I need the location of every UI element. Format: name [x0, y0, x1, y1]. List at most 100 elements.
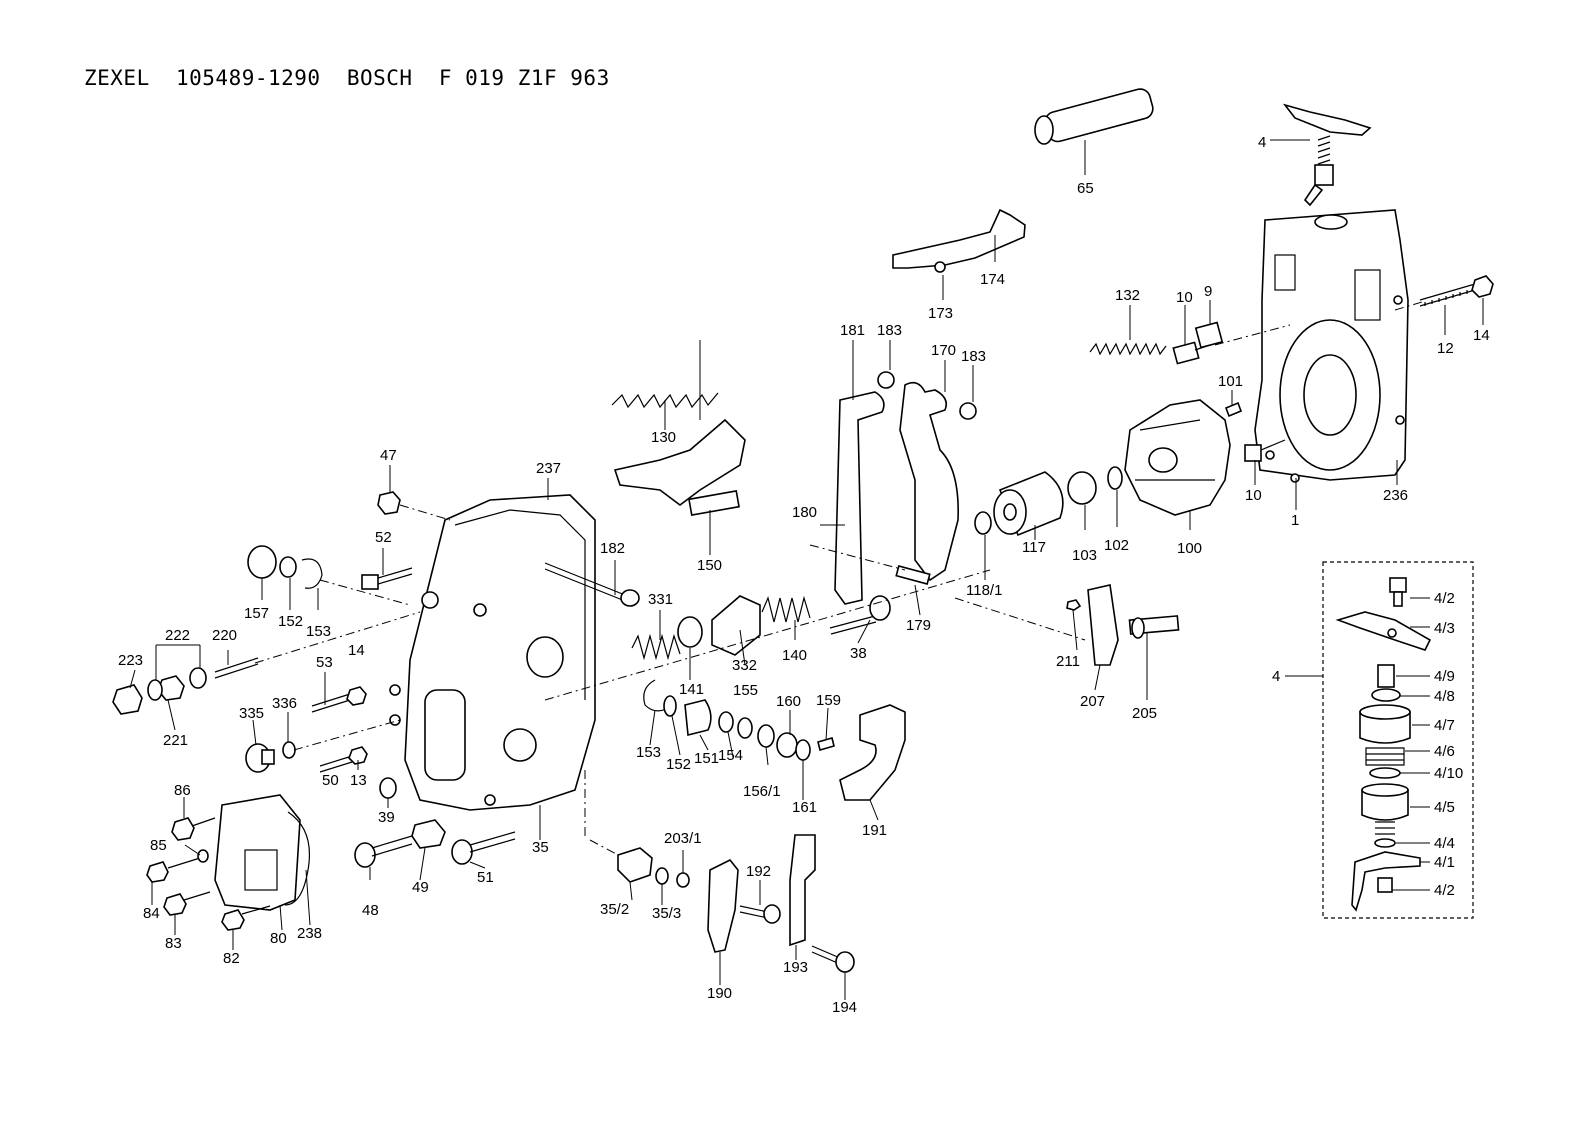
label-159: 159 — [816, 692, 841, 709]
label-238: 238 — [297, 925, 322, 942]
part-47-bolt — [377, 491, 401, 515]
part-220-screw-assembly — [112, 657, 259, 715]
label-191: 191 — [862, 822, 887, 839]
part-38-bolt — [829, 595, 891, 635]
part-39-washer — [379, 777, 397, 799]
label-13: 13 — [350, 772, 367, 789]
part-shapes — [112, 88, 1494, 973]
label-85: 85 — [150, 837, 167, 854]
label-207: 207 — [1080, 693, 1105, 710]
label-12: 12 — [1437, 340, 1454, 357]
label-14-top: 14 — [1473, 327, 1490, 344]
part-335-plug — [245, 741, 296, 773]
label-236: 236 — [1383, 487, 1408, 504]
label-174: 174 — [980, 271, 1005, 288]
label-35-2: 35/2 — [600, 901, 629, 918]
label-332: 332 — [732, 657, 757, 674]
label-181: 181 — [840, 322, 865, 339]
label-53: 53 — [316, 654, 333, 671]
part-117-sleeve — [993, 471, 1064, 537]
part-65-sensor — [1034, 88, 1154, 175]
part-100-flyweights — [1124, 399, 1231, 516]
label-193: 193 — [783, 959, 808, 976]
label-152-a: 152 — [278, 613, 303, 630]
label-220: 220 — [212, 627, 237, 644]
part-170-lever — [899, 381, 959, 582]
label-183-a: 183 — [877, 322, 902, 339]
label-335: 335 — [239, 705, 264, 722]
governor-housing — [1254, 209, 1409, 483]
label-192: 192 — [746, 863, 771, 880]
label-39: 39 — [378, 809, 395, 826]
label-155: 155 — [733, 682, 758, 699]
label-80: 80 — [270, 930, 287, 947]
label-100: 100 — [1177, 540, 1202, 557]
label-65: 65 — [1077, 180, 1094, 197]
label-221: 221 — [163, 732, 188, 749]
label-160: 160 — [776, 693, 801, 710]
label-205: 205 — [1132, 705, 1157, 722]
label-150: 150 — [697, 557, 722, 574]
part-labels: 65 4 174 173 132 10 9 12 14 181 183 170 … — [118, 134, 1490, 1016]
part-52-bolt — [361, 567, 413, 590]
label-detail-4-3: 4/3 — [1434, 620, 1455, 637]
label-10-top: 10 — [1176, 289, 1193, 306]
part-103-bearing — [1067, 471, 1097, 505]
part-193-bracket — [789, 834, 816, 947]
part-153-clip-b — [643, 679, 669, 712]
label-130: 130 — [651, 429, 676, 446]
part-53-stud — [311, 686, 367, 713]
label-detail-4-5: 4/5 — [1434, 799, 1455, 816]
label-49: 49 — [412, 879, 429, 896]
label-152-b: 152 — [666, 756, 691, 773]
label-153-a: 153 — [306, 623, 331, 640]
label-170: 170 — [931, 342, 956, 359]
part-211-nut — [1066, 599, 1082, 611]
part-132-spring — [1089, 342, 1167, 356]
leader-lines — [129, 139, 1484, 1000]
label-50: 50 — [322, 772, 339, 789]
label-151: 151 — [694, 750, 719, 767]
part-4-top-assembly — [1282, 103, 1372, 207]
label-4: 4 — [1258, 134, 1266, 151]
part-49-nut — [411, 819, 446, 849]
part-192-bolt — [739, 904, 781, 924]
label-51: 51 — [477, 869, 494, 886]
part-181-lever — [834, 391, 885, 605]
label-211: 211 — [1056, 653, 1080, 670]
label-10-bottom: 10 — [1245, 487, 1262, 504]
part-50-stud — [319, 746, 368, 773]
label-14-mid: 14 — [348, 642, 365, 659]
part-194-bolt — [811, 945, 855, 973]
part-35-3-washer — [655, 867, 669, 885]
part-159-key — [817, 737, 835, 751]
part-141-ring — [677, 616, 703, 648]
part-154-washer — [718, 711, 734, 733]
part-205-pin — [1128, 615, 1180, 639]
part-48-bolt — [354, 835, 413, 868]
label-detail-4-2-bottom: 4/2 — [1434, 882, 1455, 899]
part-179-pin — [895, 565, 931, 585]
label-detail-4-8: 4/8 — [1434, 688, 1455, 705]
part-153-clip-a — [301, 558, 323, 589]
label-157: 157 — [244, 605, 269, 622]
label-detail-4-4: 4/4 — [1434, 835, 1455, 852]
label-223: 223 — [118, 652, 143, 669]
label-detail-4-10: 4/10 — [1434, 765, 1463, 782]
part-157-plug — [247, 545, 277, 579]
label-detail-4-1: 4/1 — [1434, 854, 1455, 871]
label-237: 237 — [536, 460, 561, 477]
part-140-spring — [761, 595, 811, 623]
label-132: 132 — [1115, 287, 1140, 304]
label-140: 140 — [782, 647, 807, 664]
label-35-3: 35/3 — [652, 905, 681, 922]
part-152-oring-b — [663, 695, 677, 717]
label-180: 180 — [792, 504, 817, 521]
part-156-1-washer — [757, 724, 775, 748]
label-173: 173 — [928, 305, 953, 322]
part-183-nut-b — [959, 402, 977, 420]
label-52: 52 — [375, 529, 392, 546]
part-203-1-washer — [676, 872, 690, 888]
part-101-key — [1224, 401, 1243, 418]
